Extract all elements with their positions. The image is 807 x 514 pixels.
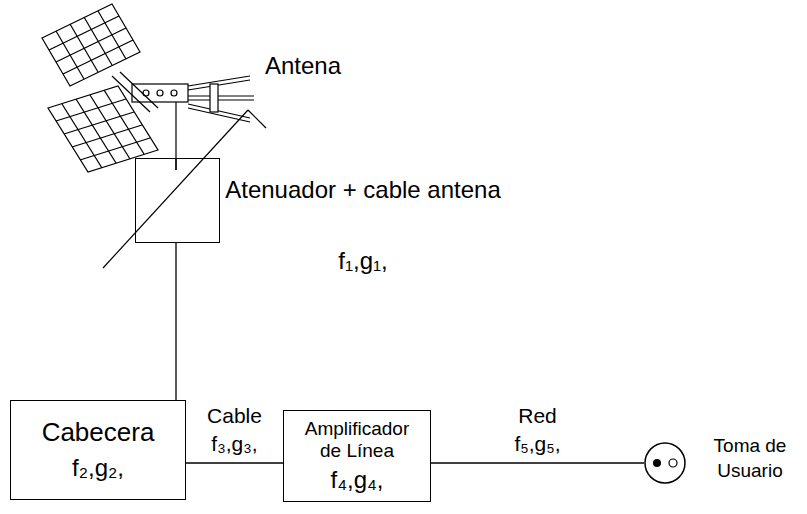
node-title: Cabecera: [42, 418, 155, 448]
node-parameters: f₂,g₂,: [72, 454, 124, 482]
headend-box: Cabecera f₂,g₂,: [10, 400, 186, 500]
attenuator-box: Atenuador + cable antenaf₁,g₁,: [135, 158, 220, 243]
edge-label: Cable f₃,g₃,: [196, 402, 274, 457]
node-parameters: f₁,g₁,: [198, 247, 528, 275]
node-title: Amplificador de Línea: [293, 418, 421, 462]
node-title: Antena: [265, 52, 341, 80]
socket-outline: [644, 442, 686, 484]
node-title: Toma de Usuario: [698, 434, 802, 483]
line-amplifier-box: Amplificador de Línea f₄,g₄,: [283, 410, 431, 502]
node-title: Atenuador + cable antena: [198, 173, 528, 208]
cable-line: [431, 462, 644, 463]
user-outlet: Toma de Usuario: [644, 442, 686, 484]
cable-line: [175, 158, 176, 170]
antenna-illustration: [42, 4, 254, 172]
antenna: Antena: [30, 0, 260, 170]
cable-line: [175, 243, 176, 400]
edge-label: Red f₅,g₅,: [499, 402, 577, 457]
node-parameters: f₄,g₄,: [331, 466, 384, 494]
cable-line: [186, 462, 283, 463]
